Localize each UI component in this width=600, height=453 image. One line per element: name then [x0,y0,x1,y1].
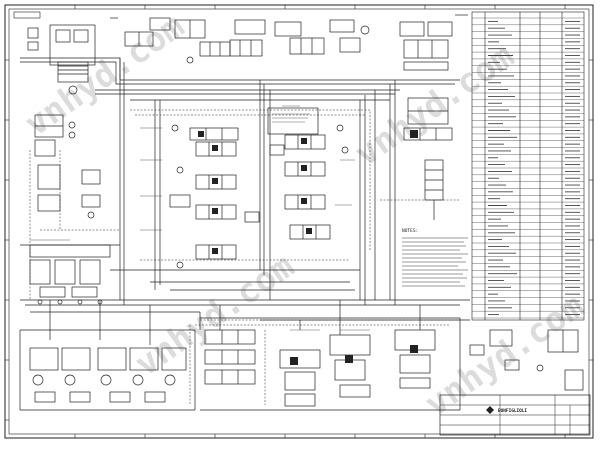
bottom-left-group [19,329,196,411]
company-logo [486,406,494,414]
sheet-border [4,4,594,439]
title-block: BONFIGLIOLI [439,394,591,436]
notes-heading: NOTES: [402,228,418,234]
diagram-label-marks [30,105,370,331]
valve-fills [198,130,418,365]
drawing-number-box [13,11,41,19]
central-valve-banks [169,107,349,269]
right-column-components [403,97,453,220]
watermark-text-1: vnhyd.com [18,6,192,144]
left-side-components [29,114,111,305]
bottom-center-group [200,317,461,411]
parts-list-table [471,11,585,321]
company-name: BONFIGLIOLI [498,408,527,414]
watermark-text-3: vnhyd.com [348,36,522,174]
top-row-components [27,14,468,95]
notes-lines [402,237,468,287]
bottom-right-components [469,329,584,391]
notes-block: NOTES: [402,228,468,287]
watermark-text-4: vnhyd.com [418,286,592,424]
pilot-lines [29,109,460,405]
